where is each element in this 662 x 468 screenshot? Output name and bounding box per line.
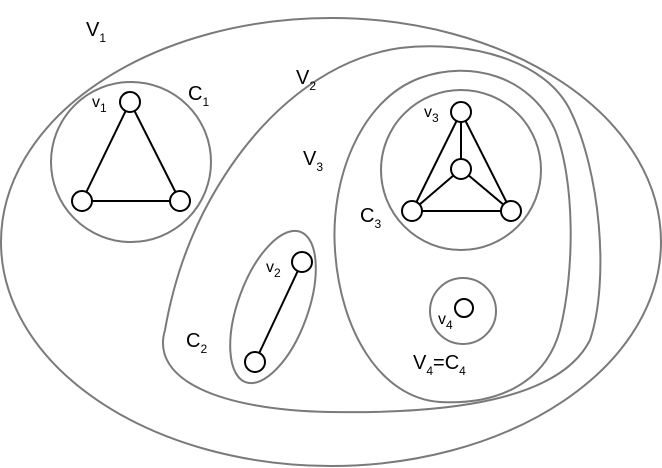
region-V3-outline: [333, 69, 572, 404]
edge-c3-top-left: [411, 111, 462, 212]
edge-c3-top-right: [460, 111, 512, 212]
label-V3: V3: [303, 148, 323, 174]
node-c3-right: [500, 200, 522, 222]
label-v3: v3: [424, 104, 439, 125]
label-C2: C2: [186, 330, 207, 356]
node-c2-bottom: [244, 351, 266, 373]
label-V2: V2: [296, 67, 316, 93]
label-v2: v2: [266, 259, 281, 280]
edge-c1-top-right: [129, 101, 181, 202]
edge-c1-top-left: [81, 101, 131, 202]
region-V1-outline: [0, 17, 662, 467]
label-V4-equals-C4: V4=C4: [413, 352, 466, 378]
label-v1: v1: [92, 94, 107, 115]
region-C3-outline: [380, 89, 542, 251]
node-v3: [450, 101, 472, 123]
label-C1: C1: [188, 83, 209, 109]
label-V1: V1: [86, 19, 106, 45]
region-C4-outline: [429, 277, 497, 345]
region-C2-outline: [229, 229, 317, 385]
region-C1-outline: [50, 81, 212, 243]
edge-c2: [254, 261, 303, 363]
node-c1-right: [169, 190, 191, 212]
region-V2-outline: [162, 45, 602, 414]
label-C3: C3: [360, 205, 381, 231]
node-c1-left: [71, 190, 93, 212]
node-v1: [119, 91, 141, 113]
node-c3-center: [450, 158, 472, 180]
node-c3-left: [401, 200, 423, 222]
node-v4: [454, 298, 474, 318]
node-v2: [291, 251, 313, 273]
label-v4: v4: [438, 311, 453, 332]
